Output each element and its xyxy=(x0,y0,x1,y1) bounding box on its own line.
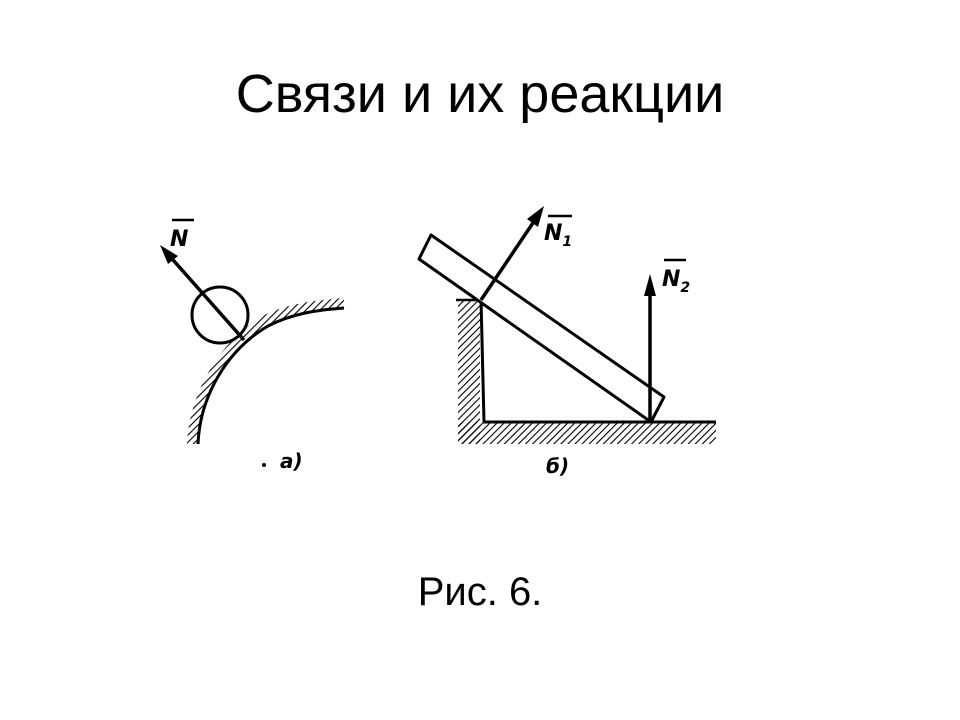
reaction-arrow-n-shaft xyxy=(164,250,246,342)
force-n1-letter: N xyxy=(544,221,562,246)
panel-a-dot xyxy=(262,463,266,467)
diagram-a: N а) xyxy=(160,218,345,473)
force-n1-label: N1 xyxy=(544,221,572,250)
curved-surface-hatching xyxy=(187,298,344,444)
figure-caption: Рис. 6. xyxy=(417,570,543,614)
force-n-label: N xyxy=(170,227,188,252)
diagram-b: N1 N2 б) xyxy=(417,206,716,478)
panel-b-label: б) xyxy=(546,454,569,478)
force-n2-label: N2 xyxy=(662,267,690,296)
panel-a-label: а) xyxy=(280,449,303,473)
reaction-arrow-n2-head xyxy=(644,274,656,296)
force-n2-subscript: 2 xyxy=(680,280,690,296)
floor-hatching xyxy=(458,422,716,444)
reaction-arrow-n1-head xyxy=(527,206,544,227)
ball xyxy=(190,285,250,345)
force-n1-subscript: 1 xyxy=(562,234,572,250)
reaction-arrow-n1-shaft xyxy=(479,213,541,301)
force-n2-letter: N xyxy=(662,267,680,292)
reaction-arrow-n-head xyxy=(160,245,178,264)
wall-face xyxy=(479,298,486,423)
inclined-bar xyxy=(417,233,666,424)
wall-hatching xyxy=(458,300,480,444)
slide-title: Связи и их реакции xyxy=(235,64,725,124)
curved-surface xyxy=(196,306,345,445)
